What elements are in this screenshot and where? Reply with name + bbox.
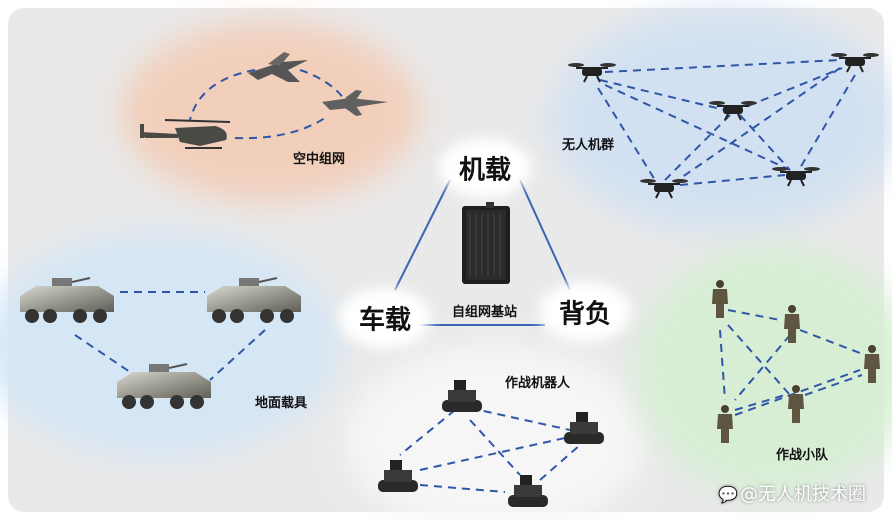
robot-icon-2 xyxy=(564,412,604,444)
drone-group-label: 无人机群 xyxy=(562,138,615,153)
air-group-label: 空中组网 xyxy=(293,152,346,167)
air-group-zone xyxy=(120,22,420,202)
drone-icon-2 xyxy=(831,53,879,73)
squad-links xyxy=(719,309,866,416)
squad-group-label: 作战小队 xyxy=(776,448,829,463)
hub-node-backpack xyxy=(539,282,631,342)
robot-icon-1 xyxy=(442,380,482,412)
jet-icon xyxy=(248,52,308,82)
armored-vehicle-icon-3 xyxy=(117,363,211,409)
drone-icon-1 xyxy=(568,63,616,83)
soldier-icon-1 xyxy=(712,280,728,318)
soldier-icon-5 xyxy=(717,405,733,443)
drone-group-zone xyxy=(550,8,892,232)
air-links xyxy=(189,69,346,140)
drone-icon-5 xyxy=(772,167,820,187)
base-station-label: 自组网基站 xyxy=(452,305,518,320)
robot-icon-4 xyxy=(508,475,548,507)
robot-group-zone xyxy=(345,345,645,520)
drone-icon-3 xyxy=(709,101,757,121)
drone-links xyxy=(597,59,856,186)
hub-node-airborne xyxy=(439,138,531,198)
fighter-icon xyxy=(322,90,388,116)
hub-label-airborne: 机载 xyxy=(458,155,512,186)
hub-label-backpack: 背负 xyxy=(558,299,612,330)
squad-group-zone xyxy=(635,245,892,495)
robot-group-label: 作战机器人 xyxy=(505,376,571,391)
soldier-icon-3 xyxy=(864,345,880,383)
wechat-chat-icon: 💬 xyxy=(718,485,738,504)
robot-icon-3 xyxy=(378,460,418,492)
armored-vehicle-icon-2 xyxy=(207,277,301,323)
base-station-icon xyxy=(462,202,510,284)
ground-links xyxy=(74,291,266,381)
robot-links xyxy=(399,407,581,493)
helicopter-icon xyxy=(140,119,231,149)
hub-node-vehicle xyxy=(339,288,431,348)
drone-icon-4 xyxy=(640,179,688,199)
hub-label-vehicle: 车载 xyxy=(358,305,412,336)
watermark: 💬@无人机技术圈 xyxy=(718,480,866,506)
soldier-icon-4 xyxy=(788,385,804,423)
soldier-icon-2 xyxy=(784,305,800,343)
watermark-text: @无人机技术圈 xyxy=(740,484,866,505)
hub-triangle xyxy=(394,179,571,326)
ground-group-label: 地面载具 xyxy=(255,396,308,411)
armored-vehicle-icon-1 xyxy=(20,277,114,323)
